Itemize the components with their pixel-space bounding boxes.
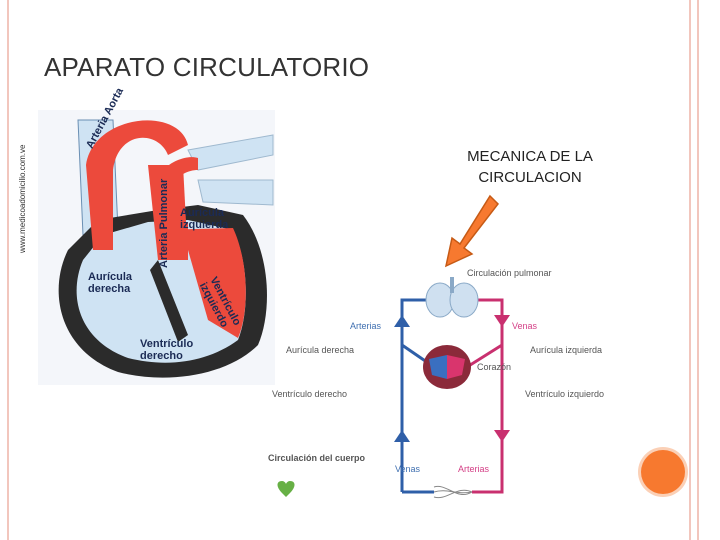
label-left-ventricle-diagram: Ventrículo izquierdo <box>525 389 605 399</box>
lungs-icon <box>425 277 479 318</box>
heart-illustration <box>38 110 275 385</box>
frame-line-left <box>7 0 9 540</box>
slide-title: APARATO CIRCULATORIO <box>44 52 370 82</box>
label-right-atrium: Aurícula derecha <box>88 271 133 295</box>
image-credit: www.medicoadomicilio.com.ve <box>18 144 27 253</box>
frame-line-right-2 <box>697 0 699 540</box>
label-veins-top: Venas <box>512 321 538 331</box>
mechanics-title: MECANICA DE LA CIRCULACION <box>467 148 593 186</box>
label-left-atrium-diagram: Aurícula izquierda <box>530 345 603 355</box>
label-left-atrium: Aurícula izquierda <box>180 207 229 231</box>
orange-arrow-icon <box>444 194 499 268</box>
label-right-ventricle-diagram: Ventrículo derecho <box>272 389 348 399</box>
label-pulmonary-artery: Arteria Pulmonar <box>158 178 170 268</box>
frame-line-right-1 <box>689 0 691 540</box>
label-heart: Corazón <box>477 362 512 372</box>
label-arteries-bottom: Arterias <box>458 464 490 474</box>
body-capillaries-icon <box>433 485 473 499</box>
label-veins-bottom: Venas <box>395 464 421 474</box>
label-body-circulation: Circulación del cuerpo <box>268 453 366 463</box>
label-right-ventricle: Ventrículo derecho <box>140 338 194 362</box>
logo-icon <box>277 481 295 497</box>
label-pulmonary-circulation: Circulación pulmonar <box>467 268 552 278</box>
heart-diagram-icon <box>423 345 471 389</box>
circulation-diagram: Circulación pulmonar Arterias Venas Aurí… <box>262 255 632 515</box>
label-arteries-top: Arterias <box>350 321 382 331</box>
decorative-circle <box>641 450 685 494</box>
label-right-atrium-diagram: Aurícula derecha <box>286 345 355 355</box>
